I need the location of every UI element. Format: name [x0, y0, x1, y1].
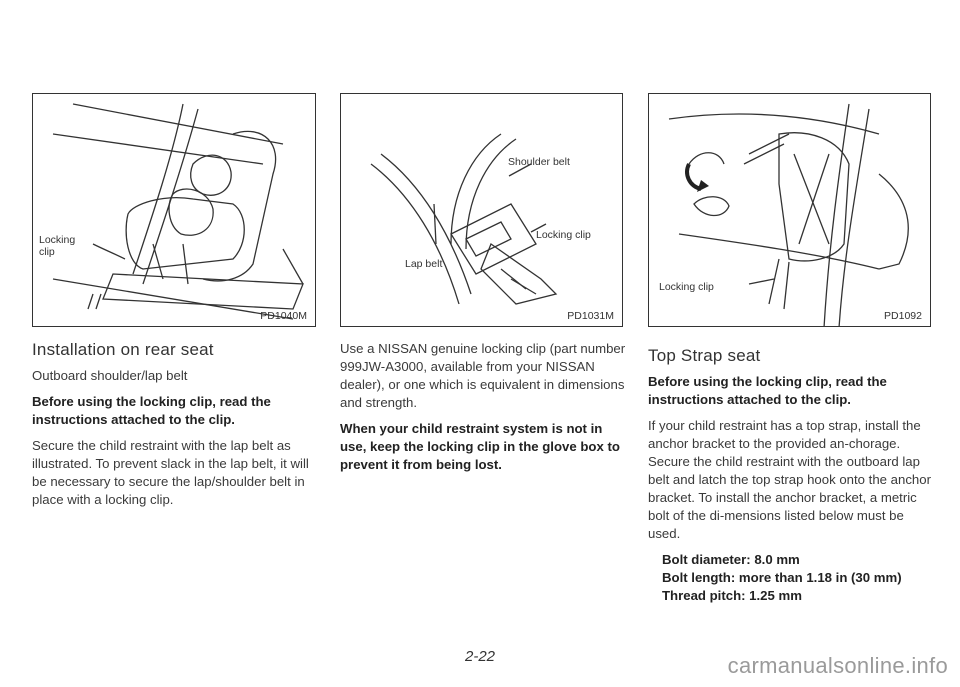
locking-clip-illustration: [370, 133, 558, 305]
subheading: Outboard shoulder/lap belt: [32, 368, 188, 383]
figure-code: PD1092: [884, 310, 922, 322]
spec-bolt-diameter: Bolt diameter: 8.0 mm: [662, 552, 800, 567]
figure-top-strap-anchor: Locking clip PD1092: [648, 93, 931, 327]
column-top-strap: Top Strap seat Before using the locking …: [648, 341, 934, 605]
section-heading: Top Strap seat: [648, 346, 761, 365]
warning-text: Before using the locking clip, read the …: [648, 374, 887, 407]
locking-clip-label: Locking clip: [659, 281, 714, 293]
spec-thread-pitch: Thread pitch: 1.25 mm: [662, 588, 802, 603]
watermark: carmanualsonline.info: [727, 653, 948, 678]
warning-text: When your child restraint system is not …: [340, 421, 620, 472]
figure-child-seat-lap-belt: Locking clip PD1040M: [32, 93, 316, 327]
lap-belt-label: Lap belt: [405, 258, 443, 270]
top-strap-illustration: [668, 103, 909, 326]
figure-code: PD1031M: [567, 310, 614, 322]
column-installation: Installation on rear seat Outboard shoul…: [32, 341, 319, 517]
warning-text: Before using the locking clip, read the …: [32, 394, 271, 427]
section-heading: Installation on rear seat: [32, 340, 214, 359]
page-number: 2-22: [464, 648, 496, 665]
body-text: If your child restraint has a top strap,…: [648, 418, 931, 541]
locking-clip-label: Locking clip: [536, 229, 591, 241]
body-text: Use a NISSAN genuine locking clip (part …: [340, 341, 626, 410]
body-text: Secure the child restraint with the lap …: [32, 438, 309, 507]
figure-code: PD1040M: [260, 310, 307, 322]
column-locking-clip: Use a NISSAN genuine locking clip (part …: [340, 340, 628, 482]
spec-bolt-length: Bolt length: more than 1.18 in (30 mm): [662, 570, 902, 585]
shoulder-belt-label: Shoulder belt: [508, 156, 570, 168]
locking-clip-label: Locking clip: [39, 234, 76, 258]
child-seat-illustration: [52, 103, 304, 320]
figure-locking-clip-closeup: Shoulder belt Locking clip Lap belt PD10…: [340, 93, 623, 327]
